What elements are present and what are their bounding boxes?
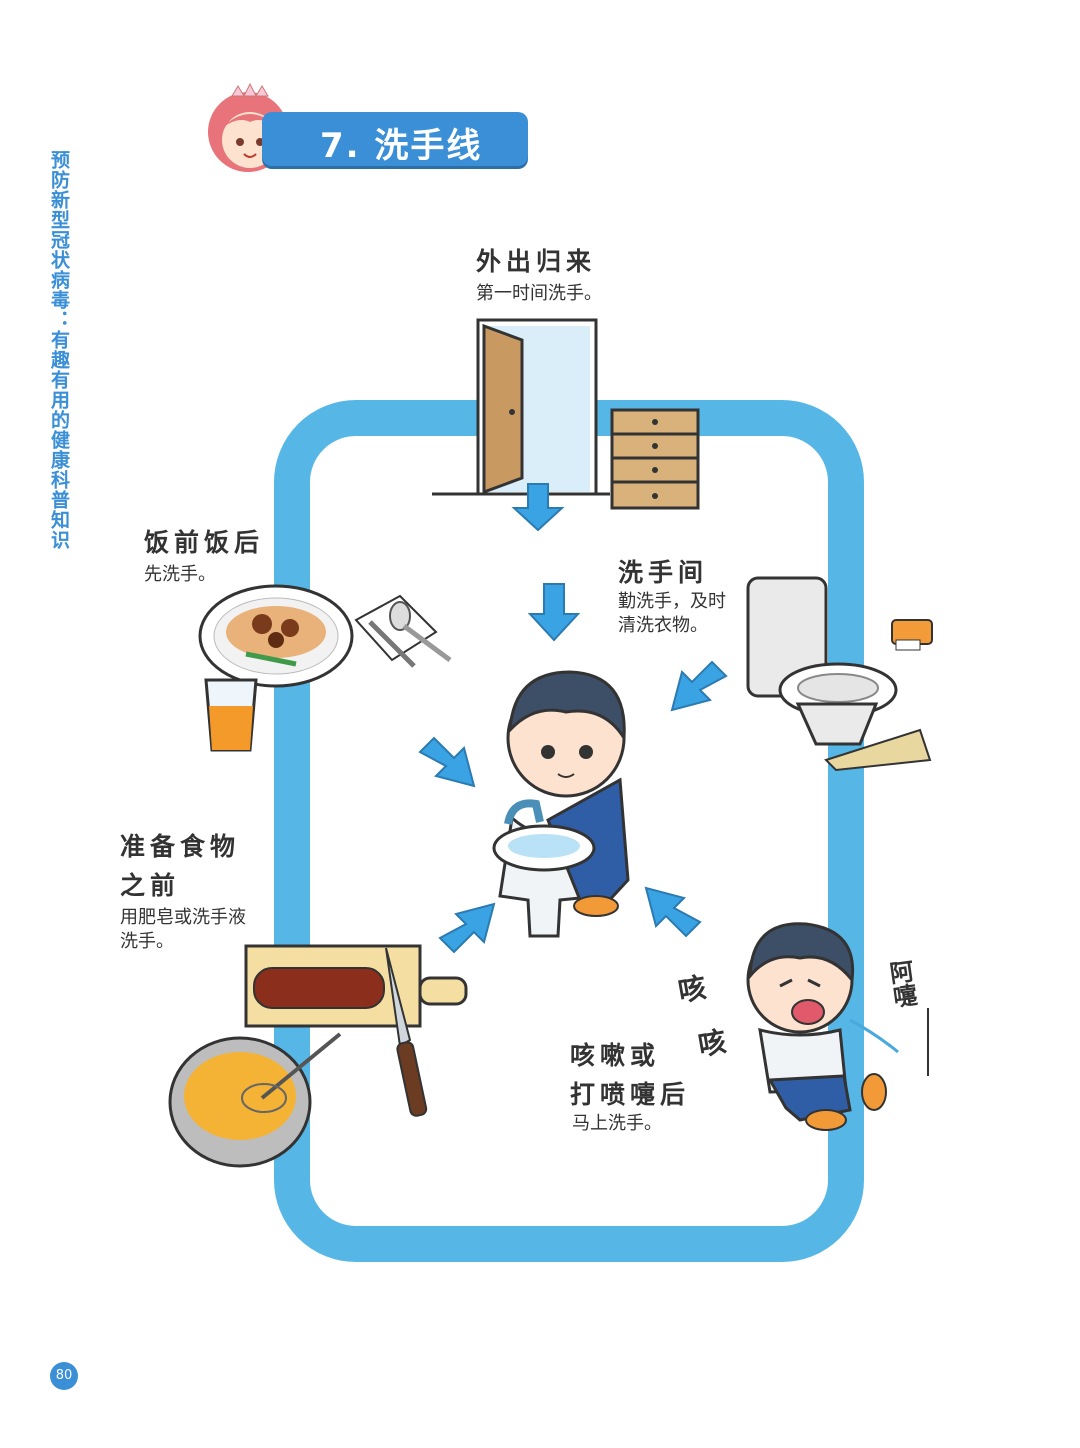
cutting-board-icon: [244, 944, 468, 1028]
meals-heading: 饭前饭后: [144, 528, 265, 557]
arrow-from-meals-icon: [418, 736, 476, 788]
arrow-from-cough-icon: [644, 886, 702, 938]
cutlery-icon: [354, 594, 452, 668]
restroom-desc-line1: 勤洗手，及时: [618, 591, 726, 612]
restroom-heading: 洗手间: [618, 558, 709, 587]
food-prep-heading-line2: 之前: [120, 871, 181, 900]
cough-heading-line2: 打喷嚏后: [570, 1080, 691, 1109]
arrow-from-food-prep-icon: [438, 902, 496, 954]
cough-heading-line1: 咳嗽或: [570, 1041, 661, 1070]
noodle-plate-icon: [198, 584, 354, 688]
arrow-from-toilet-icon: [670, 660, 728, 712]
knife-icon: [385, 947, 428, 1117]
side-book-title: 预防新型冠状病毒：有趣有用的健康科普知识: [48, 150, 70, 550]
boy-washing-hands-icon: [492, 670, 630, 938]
sneeze-sound: 阿嚏: [883, 958, 919, 1010]
toilet-icon: [746, 576, 932, 772]
food-prep-desc-line2: 洗手。: [120, 931, 174, 952]
title-banner: [262, 112, 528, 166]
arrow-from-door-icon: [511, 483, 565, 532]
cough-desc: 马上洗手。: [572, 1113, 662, 1134]
arrow-down-icon: [527, 583, 581, 642]
egg-bowl-icon: [168, 1032, 342, 1168]
dresser-icon: [610, 408, 700, 510]
page-title: 7. 洗手线: [320, 126, 483, 166]
going-out-desc: 第一时间洗手。: [476, 283, 602, 304]
food-prep-heading-line1: 准备食物: [120, 832, 241, 861]
door-icon: [432, 318, 610, 496]
going-out-heading: 外出归来: [476, 247, 597, 276]
page-number: 80: [50, 1362, 78, 1390]
meals-desc: 先洗手。: [144, 564, 216, 585]
food-prep-desc-line1: 用肥皂或洗手液: [120, 907, 246, 928]
juice-glass-icon: [204, 678, 258, 752]
boy-sneezing-icon: [746, 922, 929, 1131]
restroom-desc-line2: 清洗衣物。: [618, 615, 708, 636]
toilet-paper-icon: [891, 619, 933, 651]
